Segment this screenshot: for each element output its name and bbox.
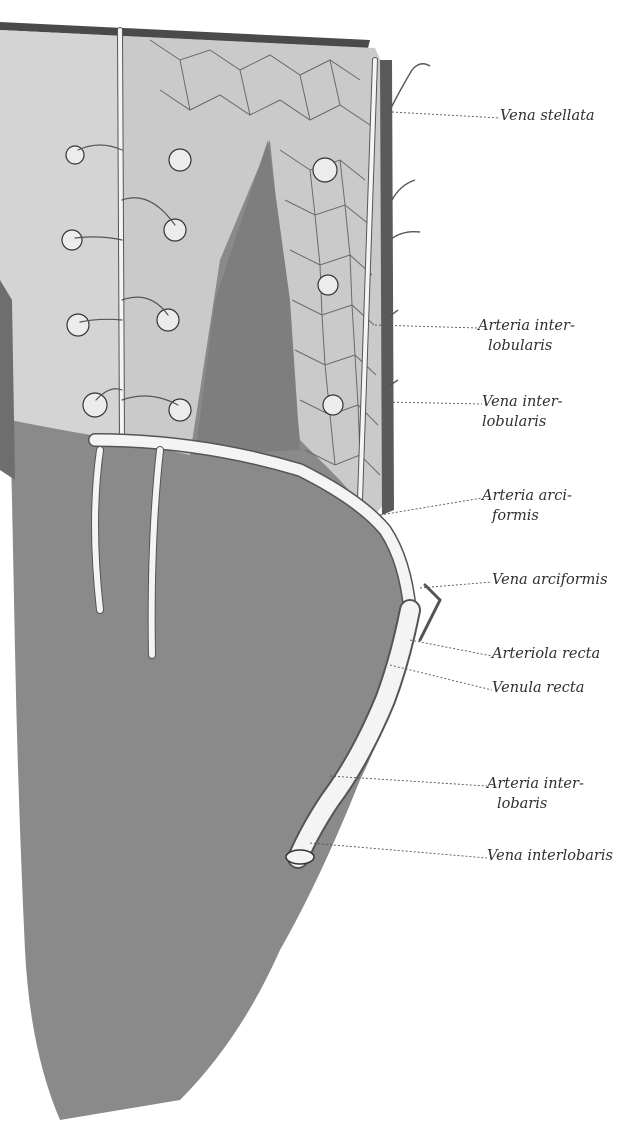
label-vena-arciformis: Vena arciformis: [492, 570, 608, 590]
label-arteria-arciformis: Arteria arci- formis: [482, 486, 572, 526]
label-vena-interlobaris: Vena interlobaris: [487, 846, 613, 866]
interlobar-cross-section: [286, 850, 314, 864]
label-arteriola-recta: Arteriola recta: [492, 644, 600, 664]
label-arteria-interlobaris: Arteria inter- lobaris: [487, 774, 584, 814]
label-vena-interlobularis: Vena inter- lobularis: [482, 392, 563, 432]
capsule-right-strip: [380, 60, 394, 515]
label-venula-recta: Venula recta: [492, 678, 584, 698]
cortex-light-zone: [0, 30, 120, 450]
label-vena-stellata: Vena stellata: [500, 106, 595, 126]
label-arteria-interlobularis: Arteria inter- lobularis: [478, 316, 575, 356]
